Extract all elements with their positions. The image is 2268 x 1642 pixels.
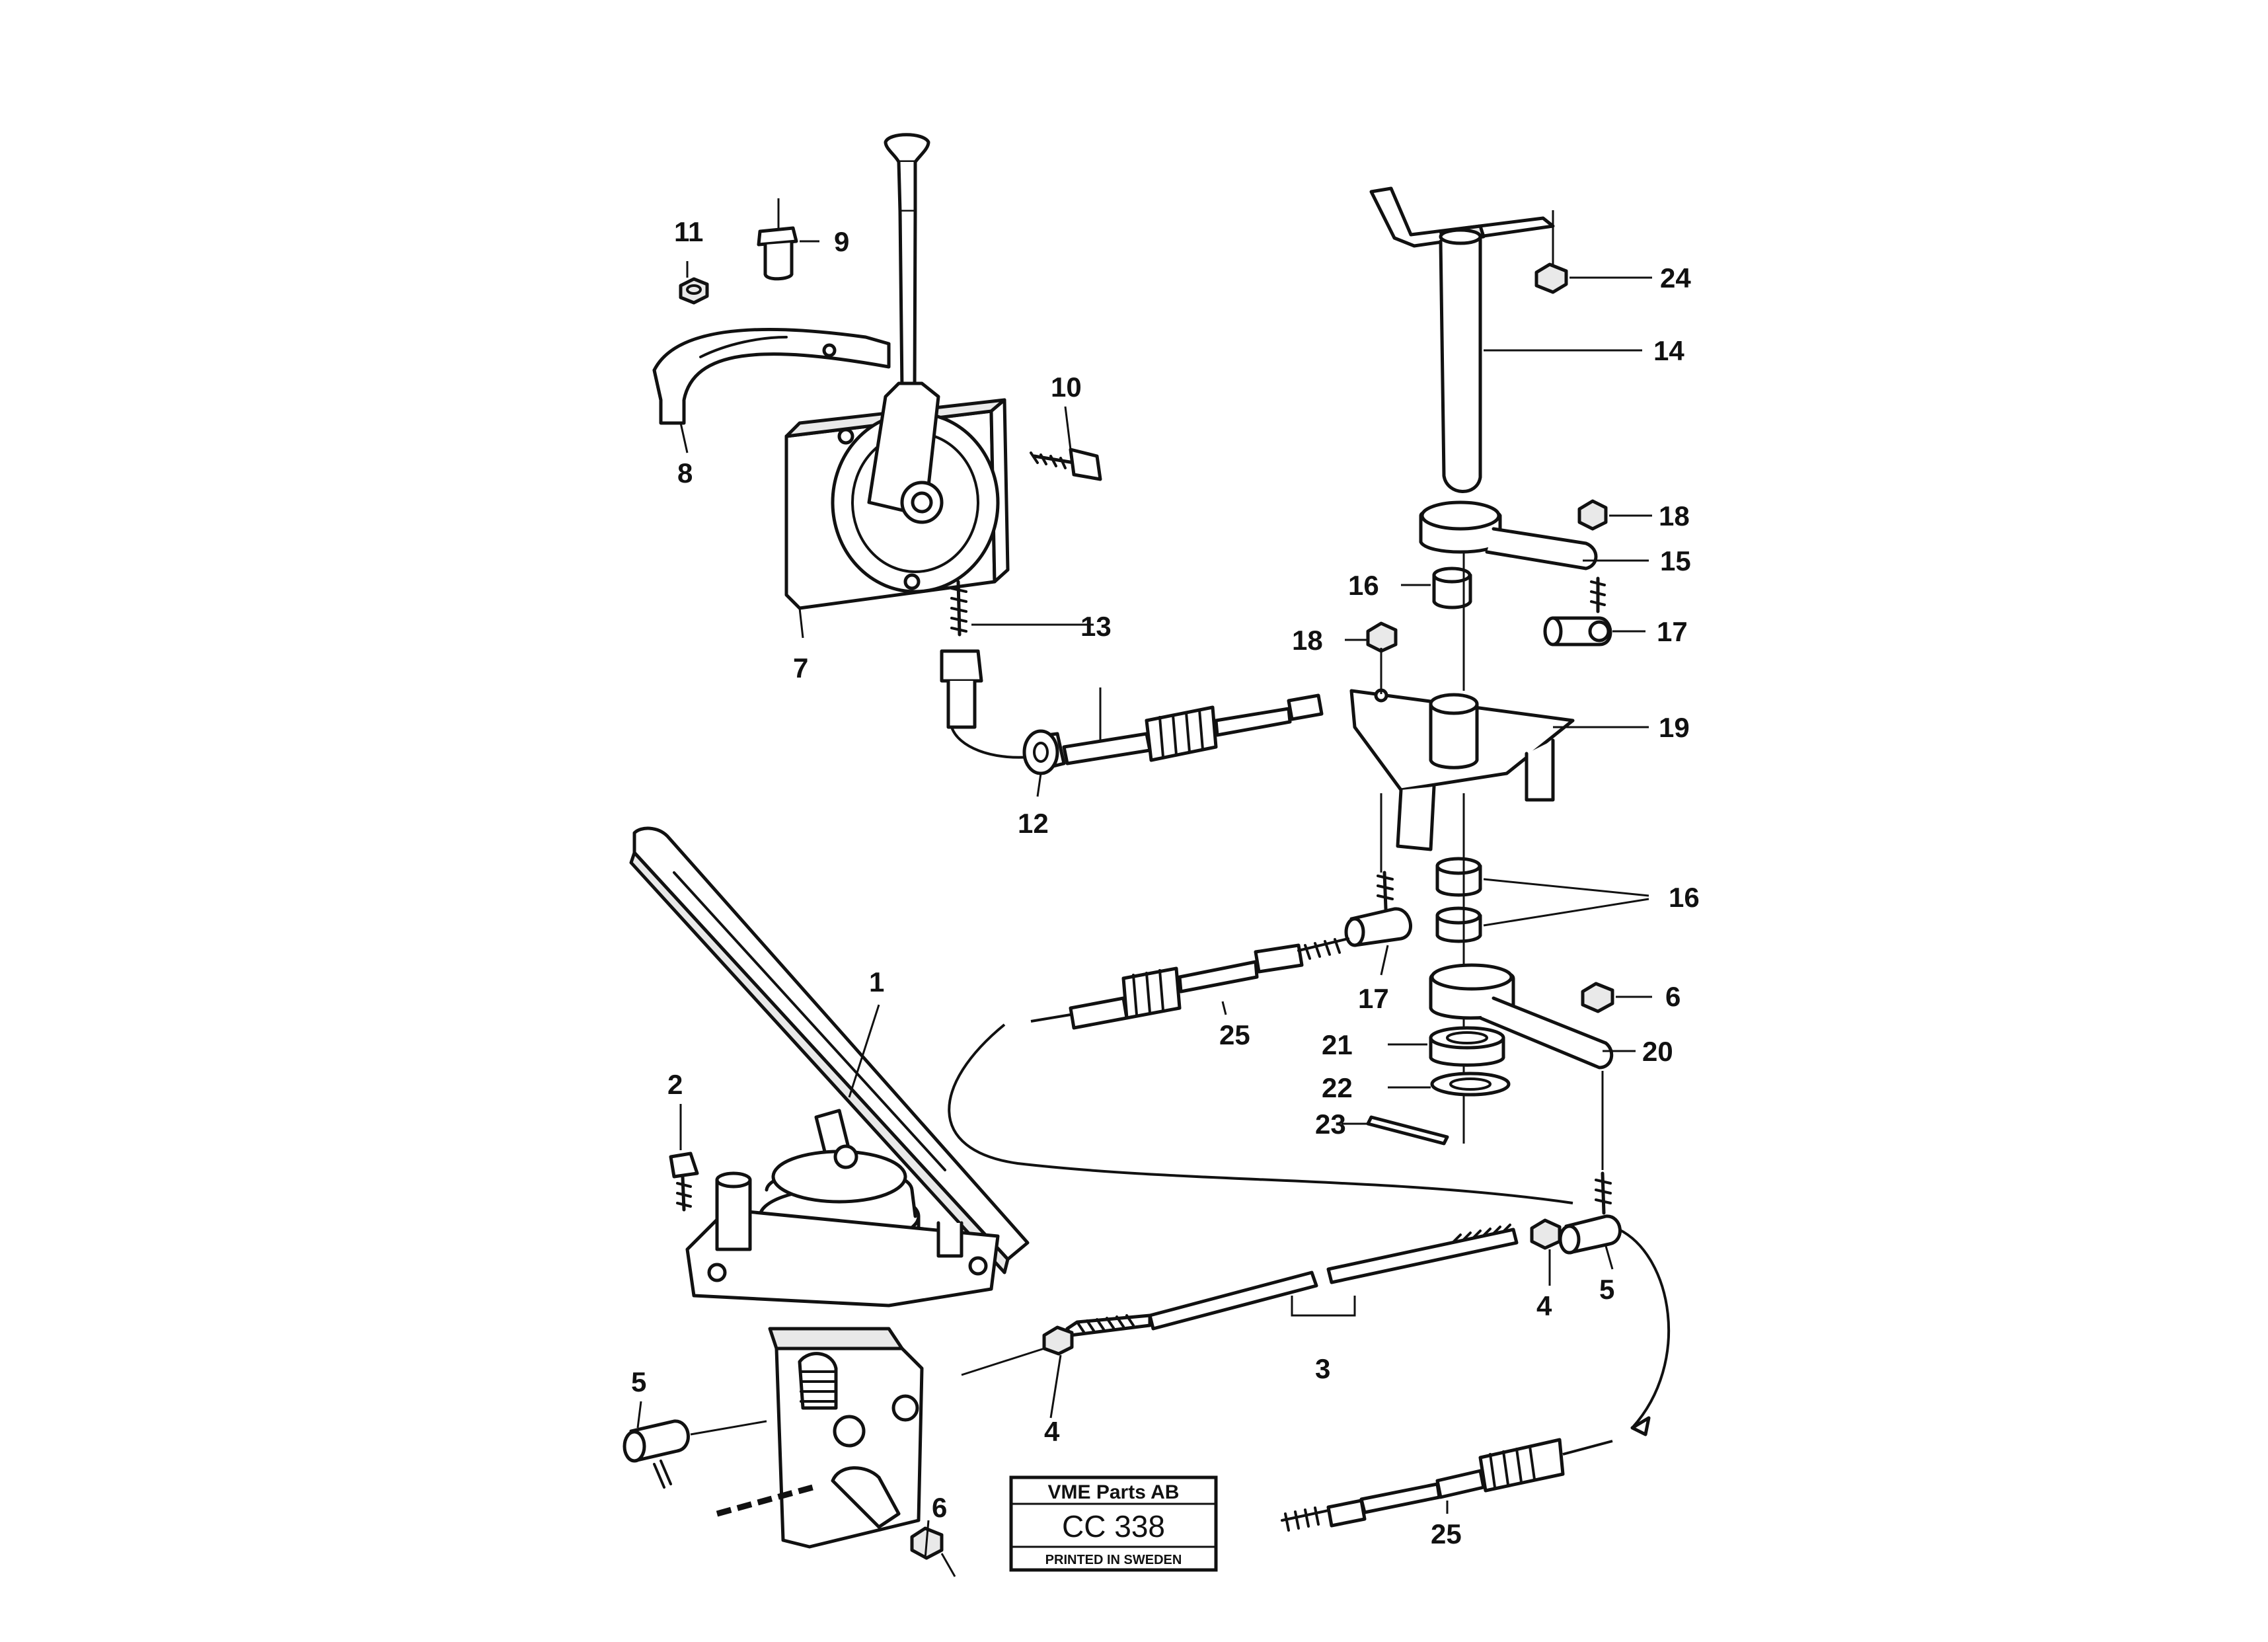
callout-17-upper: 17 — [1657, 616, 1688, 647]
arm-15 — [1419, 500, 1598, 570]
washer-21 — [1429, 1026, 1505, 1067]
callout-18-mid: 18 — [1292, 625, 1323, 656]
washer-22 — [1430, 1072, 1511, 1097]
bushing-16-upper — [1432, 567, 1472, 609]
bolt-2 — [669, 1152, 699, 1212]
cable-25-upper — [948, 937, 1573, 1204]
callout-23: 23 — [1315, 1109, 1346, 1140]
callout-4-lower: 4 — [1044, 1416, 1060, 1447]
cable-13 — [950, 693, 1324, 772]
ball-joint-5-right — [1558, 1171, 1622, 1255]
callout-21: 21 — [1322, 1029, 1353, 1060]
callout-22: 22 — [1322, 1072, 1353, 1103]
callout-25-upper: 25 — [1219, 1019, 1250, 1050]
callout-16-lower: 16 — [1669, 882, 1700, 913]
callout-17-lower: 17 — [1358, 983, 1389, 1014]
rod-3 — [1065, 1224, 1519, 1337]
ball-joint-17-upper — [1543, 616, 1612, 646]
screw-10 — [1030, 448, 1102, 481]
pin-23 — [1366, 1115, 1449, 1146]
nut-18-upper — [1577, 499, 1608, 531]
callout-10: 10 — [1051, 371, 1082, 403]
callout-numbers: 1 2 3 4 4 5 5 6 6 7 8 9 10 11 12 13 14 1… — [631, 216, 1700, 1549]
ball-joint-17-lower — [1344, 871, 1412, 947]
arm-20 — [1429, 963, 1614, 1070]
nut-4-right — [1530, 1218, 1562, 1250]
pedal-1 — [629, 826, 1030, 1274]
bracket-19 — [1349, 688, 1575, 851]
callout-2: 2 — [667, 1069, 683, 1100]
bushing-16-lower-a — [1435, 857, 1482, 897]
ball-joint-5-left — [623, 1419, 690, 1489]
cable-25-lower — [1281, 1228, 1670, 1532]
grommet-12 — [1022, 729, 1059, 775]
callout-4-right: 4 — [1536, 1290, 1552, 1321]
nut-11 — [679, 277, 709, 305]
callout-18-upper: 18 — [1659, 500, 1690, 531]
rod-axis-left — [961, 1347, 1045, 1376]
callout-6-lower: 6 — [932, 1492, 947, 1523]
nut-4-left — [1042, 1325, 1074, 1356]
callout-9: 9 — [834, 226, 849, 257]
leader-lines — [636, 240, 1652, 1559]
pedal-base-plate — [685, 1208, 1000, 1308]
rod-3-bracket — [1291, 1296, 1356, 1317]
stamp-printed: PRINTED IN SWEDEN — [1045, 1553, 1182, 1567]
callout-12: 12 — [1018, 808, 1049, 839]
column-14 — [1439, 228, 1482, 493]
callout-24: 24 — [1660, 262, 1691, 293]
stamp-code: CC 338 — [1062, 1509, 1165, 1544]
callout-8: 8 — [677, 457, 693, 489]
callout-15: 15 — [1660, 545, 1691, 576]
callout-3: 3 — [1315, 1353, 1330, 1384]
stud-15 — [1590, 576, 1606, 613]
callout-1: 1 — [869, 966, 884, 997]
bushing-9 — [757, 198, 798, 281]
hand-lever — [867, 133, 944, 524]
stamp-company: VME Parts AB — [1048, 1481, 1180, 1503]
bushing-16-lower-b — [1435, 906, 1482, 943]
nut-24 — [1534, 210, 1568, 294]
joint-axis-left — [690, 1420, 767, 1436]
callout-20: 20 — [1642, 1036, 1673, 1067]
callout-13: 13 — [1080, 611, 1112, 642]
lever-guide-bracket — [652, 327, 891, 425]
screw-13 — [940, 580, 983, 729]
nut-axis-lower — [940, 1553, 956, 1577]
callout-5-left: 5 — [631, 1366, 646, 1397]
nut-18-mid — [1366, 621, 1398, 653]
callout-6-upper: 6 — [1665, 981, 1681, 1012]
callout-14: 14 — [1653, 335, 1684, 366]
link-rod-dashed — [716, 1484, 814, 1517]
callout-16-upper: 16 — [1348, 570, 1379, 601]
callout-19: 19 — [1659, 712, 1690, 743]
callout-25-lower: 25 — [1431, 1518, 1462, 1549]
callout-5-right: 5 — [1599, 1274, 1614, 1305]
nut-6-upper — [1581, 982, 1614, 1013]
pedal-post — [715, 1171, 752, 1251]
callout-11: 11 — [674, 216, 703, 247]
vme-parts-stamp: VME Parts AB CC 338 PRINTED IN SWEDEN — [1009, 1475, 1218, 1572]
callout-7: 7 — [793, 652, 808, 684]
pedal-lever-bracket — [768, 1327, 924, 1549]
